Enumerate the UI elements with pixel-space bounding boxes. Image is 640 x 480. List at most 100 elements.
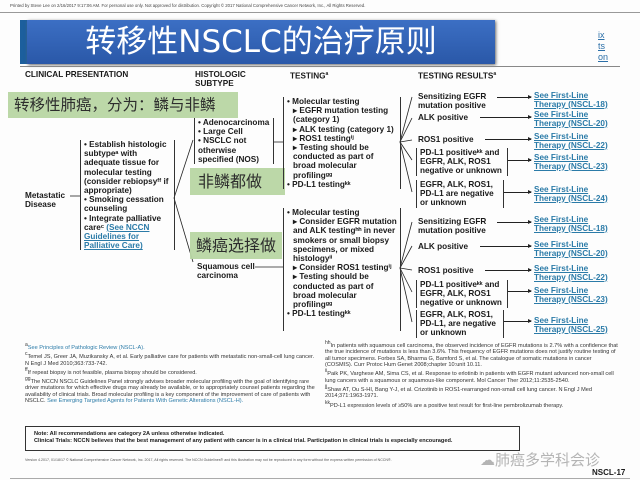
subtype-text: NSCLC not otherwise specified (NOS) [198,136,259,164]
header-testing-label: TESTING [290,71,326,81]
testing-sub-text: Consider ROS1 testingⁱʲ [299,263,392,273]
watermark-text: 肺癌多学科会诊 [495,451,601,469]
result-item: ALK positive [418,113,469,122]
testing-sub-text: Testing should be conducted as part of b… [293,143,374,180]
result-item: Sensitizing EGFR mutation positive [418,92,487,111]
subtype-item: • NSCLC not otherwise specified (NOS) [198,136,259,164]
annotation-nonsq: 非鳞都做 [190,168,285,195]
testing-pdl1: • PD-L1 testingᵏᵏ [287,179,351,189]
testing-sub: ▸ Testing should be conducted as part of… [293,272,374,310]
sup: a [493,71,497,77]
arrow [480,115,532,119]
therapy-link[interactable]: See First-Line Therapy (NSCL-20) [534,110,608,128]
therapy-link[interactable]: See First-Line Therapy (NSCL-23) [534,286,608,304]
wechat-icon: ☁ [480,451,495,469]
testing-sub-text: ALK testing (category 1) [299,124,394,134]
result-item: EGFR, ALK, ROS1, PD-L1, are negative or … [416,310,504,338]
clinical-item: • Establish histologic subtypeᵃ with ade… [84,140,169,196]
testing-title-text: Molecular testing [292,97,360,106]
subtype-text: Adenocarcinoma [202,118,270,127]
arrow [504,190,532,194]
therapy-link[interactable]: See First-Line Therapy (NSCL-18) [534,91,608,109]
testing-sub: ▸ ALK testing (category 1) [293,124,394,134]
divider [20,66,620,67]
result-item: ROS1 positive [418,135,474,144]
testing-sub-text: Consider EGFR mutation and ALK testingʰʰ… [293,217,397,264]
footnote-c: Temel JS, Greer JA, Muzikansky A, et al.… [25,354,315,367]
result-item: ALK positive [418,242,469,251]
footnote-hh: In patients with squamous cell carcinoma… [325,342,618,369]
palliative-care-link[interactable]: (See NCCN Guidelines for Palliative Care… [84,222,150,251]
arrow [497,95,532,99]
therapy-link[interactable]: See First-Line Therapy (NSCL-23) [534,153,608,171]
header-testing: TESTINGa [290,70,328,81]
arrow [508,158,532,162]
sup: a [325,71,329,77]
therapy-link[interactable]: See First-Line Therapy (NSCL-18) [534,215,608,233]
result-item: ROS1 positive [418,266,474,275]
arrow [497,220,532,224]
header-clinical: CLINICAL PRESENTATION [25,70,129,79]
clinical-item-text: Establish histologic subtypeᵃ with adequ… [84,140,169,196]
therapy-link[interactable]: See First-Line Therapy (NSCL-24) [534,185,608,203]
annotation-sq: 鳞癌选择做 [190,232,282,259]
testing-sub-text: Testing should be conducted as part of b… [293,272,374,310]
therapy-link[interactable]: See First-Line Therapy (NSCL-22) [534,264,608,282]
clinical-box: • Establish histologic subtypeᵃ with ade… [80,140,175,251]
arrow [485,137,532,141]
cut-link[interactable]: ts [598,41,606,51]
arrow [480,244,532,248]
clinical-item-text: Integrate palliative careᶜ [84,213,162,232]
arrow [508,289,532,293]
annotation-main: 转移性肺癌，分为：鳞与非鳞 [8,92,238,118]
footnote-ff: If repeat biopsy is not feasible, plasma… [27,369,197,376]
footnote-jj: Shaw AT, Ou S-HI, Bang Y-J, et al. Crizo… [325,387,593,400]
result-item: EGFR, ALK, ROS1, PD-L1 are negative or u… [416,180,504,208]
testing-sq: • Molecular testing ▸ Consider EGFR muta… [283,208,401,331]
header-results: TESTING RESULTSa [418,70,496,81]
footnote-kk: PD-L1 expression levels of ≥50% are a po… [330,402,564,409]
watermark: ☁肺癌多学科会诊 [480,453,600,468]
page-code: NSCL-17 [592,468,626,477]
note-line: Clinical Trials: NCCN believes that the … [34,438,453,444]
testing-title-text: Molecular testing [292,208,360,217]
cut-link[interactable]: on [598,52,609,62]
testing-pdl1-text: PD-L1 testingᵏᵏ [292,309,351,319]
cut-link[interactable]: ix [598,30,605,40]
emerging-agents-link[interactable]: See Emerging Targeted Agents for Patient… [47,398,244,405]
header-histologic: HISTOLOGIC SUBTYPE [195,70,246,88]
footnotes-right: hhIn patients with squamous cell carcino… [325,340,618,409]
subtype-item: • Large Cell [198,127,243,137]
divider [0,12,640,13]
subtype-item: • Adenocarcinoma [198,118,270,127]
arrow [504,319,532,323]
testing-title: • Molecular testing [287,97,360,106]
note-line: Note: All recommendations are category 2… [34,431,225,437]
therapy-link[interactable]: See First-Line Therapy (NSCL-20) [534,240,608,258]
testing-sub: ▸ EGFR mutation testing (category 1) [293,106,389,125]
result-item: Sensitizing EGFR mutation positive [418,217,487,236]
clinical-item: • Integrate palliative careᶜ (See NCCN G… [84,213,162,251]
metastatic-disease: Metastatic Disease [25,191,66,210]
slide-title: 转移性NSCLC的治疗原则 [27,20,495,64]
print-notice: Printed by Steve Lee on 2/16/2017 9:17:0… [10,3,366,8]
testing-sub: ▸ Consider ROS1 testingⁱʲ [293,263,392,273]
nonsq-subtypes: • Adenocarcinoma • Large Cell • NSCLC no… [194,118,274,165]
testing-nonsq: • Molecular testing ▸ EGFR mutation test… [283,97,401,189]
testing-title: • Molecular testing [287,208,360,217]
squamous-subtype: Squamous cell carcinoma [197,262,255,281]
version-line: Version 4.2017, 01/18/17 © National Comp… [25,458,392,462]
therapy-link[interactable]: See First-Line Therapy (NSCL-22) [534,132,608,150]
divider [10,478,630,479]
nccn-logo-block [20,20,30,64]
header-results-label: TESTING RESULTS [418,71,494,81]
footnotes-left: aSee Principles of Pathologic Review (NS… [25,342,315,405]
clinical-item: • Smoking cessation counseling [84,195,164,214]
testing-pdl1: • PD-L1 testingᵏᵏ [287,309,351,319]
testing-sub-text: EGFR mutation testing (category 1) [293,106,389,125]
testing-sub: ▸ Testing should be conducted as part of… [293,143,374,180]
testing-sub: ▸ ROS1 testingⁱʲ [293,133,354,143]
pathologic-review-link[interactable]: See Principles of Pathologic Review (NSC… [27,344,145,351]
therapy-link[interactable]: See First-Line Therapy (NSCL-25) [534,316,608,334]
